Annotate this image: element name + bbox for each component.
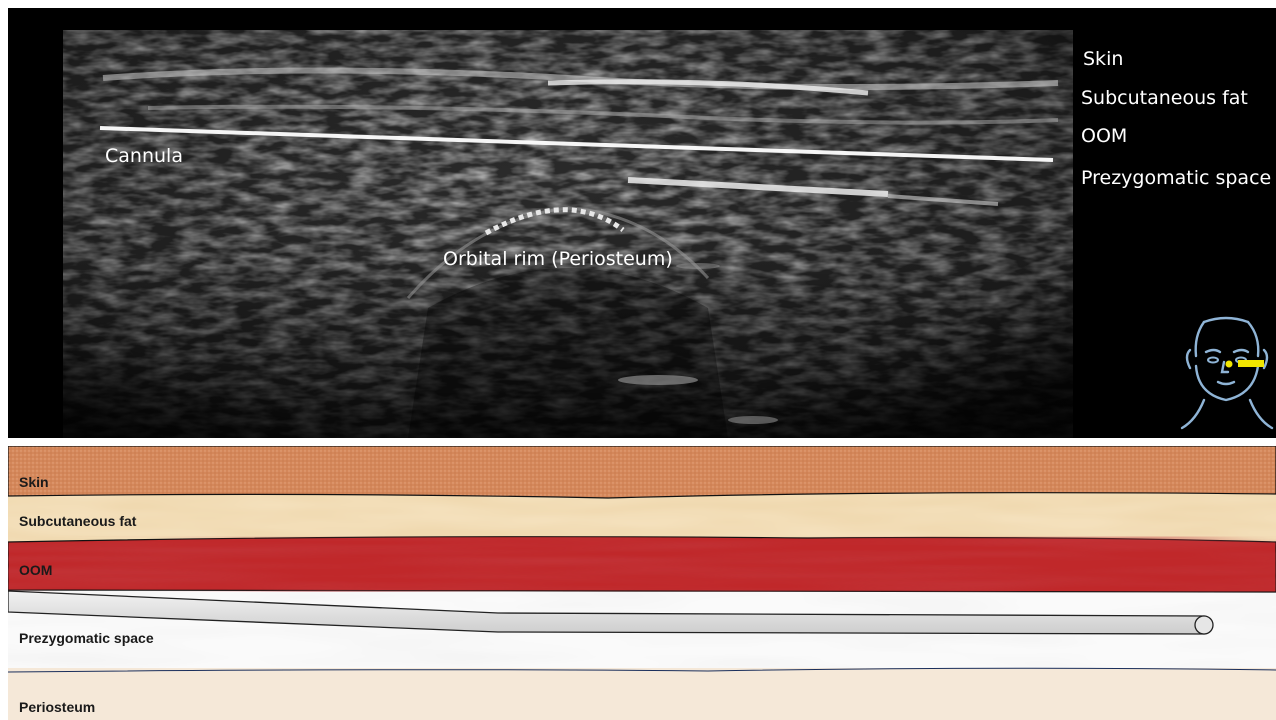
cannula-tip (1195, 616, 1213, 634)
periosteum-layer (8, 661, 1276, 720)
face-outline-icon (1176, 316, 1276, 438)
skin-layer (8, 446, 1276, 498)
diagram-label-periosteum: Periosteum (19, 699, 95, 715)
us-label-orbital-rim: Orbital rim (Periosteum) (443, 248, 673, 270)
us-label-oom: OOM (1081, 125, 1127, 147)
us-label-subcutaneous-fat: Subcutaneous fat (1081, 87, 1248, 109)
probe-position-marker (1238, 360, 1264, 367)
us-label-cannula: Cannula (105, 145, 183, 167)
us-label-prezygomatic-space: Prezygomatic space (1081, 167, 1271, 189)
layer-diagram: Skin Subcutaneous fat OOM Prezygomatic s… (8, 446, 1276, 720)
injection-point-marker (1226, 361, 1233, 368)
diagram-label-skin: Skin (19, 474, 49, 490)
diagram-label-oom: OOM (19, 562, 52, 578)
us-label-skin: Skin (1083, 48, 1123, 70)
tissue-layers-illustration (8, 446, 1276, 720)
diagram-label-prezygomatic-space: Prezygomatic space (19, 630, 154, 646)
diagram-label-subcutaneous-fat: Subcutaneous fat (19, 513, 136, 529)
ultrasound-scan (8, 8, 1276, 438)
ultrasound-image: Skin Subcutaneous fat OOM Prezygomatic s… (8, 8, 1276, 438)
